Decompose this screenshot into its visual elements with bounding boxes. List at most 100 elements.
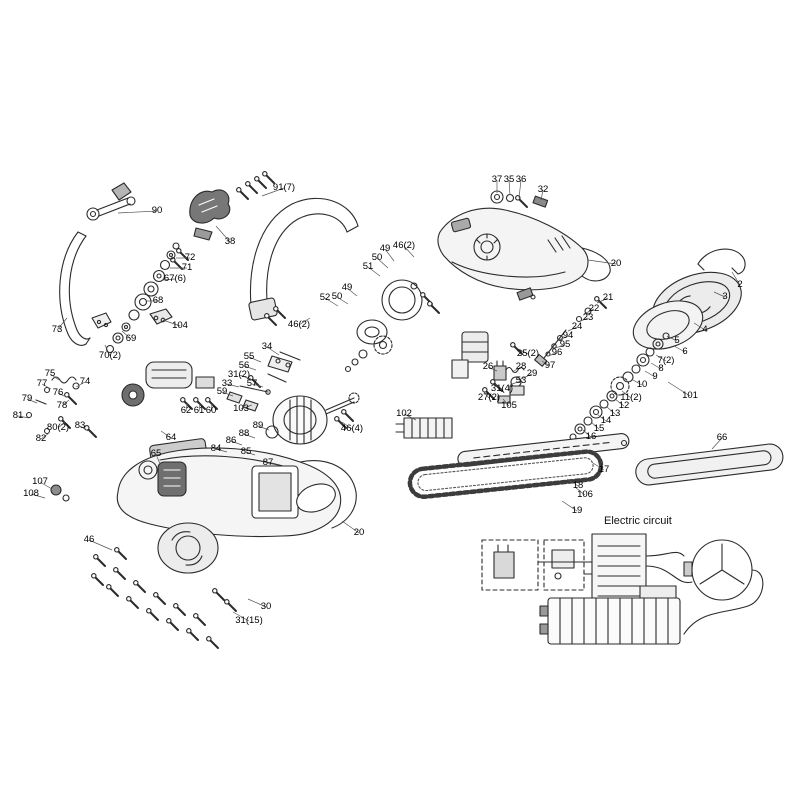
part-label-60-66: 60 <box>205 404 217 416</box>
part-label-9-53: 9 <box>652 370 658 382</box>
part-label-49-15: 49 <box>379 242 391 254</box>
part-label-107-93: 107 <box>32 475 48 487</box>
carb-cluster-drawing <box>122 362 258 411</box>
part-label-87-83: 87 <box>262 456 274 468</box>
part-label-35-4: 35 <box>503 173 515 185</box>
part-label-84-81: 84 <box>210 442 222 454</box>
part-label-64-85: 64 <box>165 431 177 443</box>
part-label-56-37: 56 <box>238 359 250 371</box>
switch-pump-drawing <box>452 288 607 403</box>
part-label-97-33: 97 <box>544 359 556 371</box>
part-label-32-6: 32 <box>537 183 549 195</box>
motor-drawing <box>266 393 359 444</box>
part-label-22-27: 22 <box>588 302 600 314</box>
part-label-20-92: 20 <box>353 526 365 538</box>
part-label-37-3: 37 <box>491 173 503 185</box>
part-label-312-38: 31(2) <box>227 368 251 380</box>
part-label-314-45: 31(4) <box>490 382 514 394</box>
brake-guard-drawing <box>60 183 172 345</box>
part-label-38-2: 38 <box>224 235 236 247</box>
washer-column-left-drawing <box>107 243 189 353</box>
part-label-88-79: 88 <box>238 427 250 439</box>
part-label-52-21: 52 <box>319 291 331 303</box>
part-label-62-64: 62 <box>180 404 192 416</box>
part-label-86-80: 86 <box>225 434 237 446</box>
part-label-19-91: 19 <box>571 504 583 516</box>
part-label-83-76: 83 <box>74 419 86 431</box>
part-label-72-7: 72 <box>184 251 196 263</box>
part-label-50-17: 50 <box>371 251 383 263</box>
part-label-5-49: 5 <box>674 334 680 346</box>
part-label-20-23: 20 <box>610 257 622 269</box>
part-label-72-51: 7(2) <box>657 354 675 366</box>
transformer-drawing <box>396 418 452 438</box>
part-label-61-65: 61 <box>193 404 205 416</box>
electric-circuit-drawing <box>482 534 763 644</box>
part-label-4-48: 4 <box>702 323 708 335</box>
part-label-94-30: 94 <box>562 329 574 341</box>
part-label-74-69: 74 <box>79 375 91 387</box>
part-label-34-35: 34 <box>261 340 273 352</box>
part-label-16-60: 16 <box>585 430 597 442</box>
part-label-53-44: 53 <box>515 374 527 386</box>
part-label-101-61: 101 <box>682 389 698 401</box>
starter-drawing <box>158 462 218 573</box>
part-label-8-52: 8 <box>658 362 664 374</box>
part-label-49-19: 49 <box>341 281 353 293</box>
part-label-112-55: 11(2) <box>620 391 642 403</box>
part-label-21-26: 21 <box>602 291 614 303</box>
front-handle-drawing <box>235 170 358 326</box>
part-label-30-96: 30 <box>260 600 272 612</box>
part-label-51-18: 51 <box>362 260 374 272</box>
part-label-105-47: 105 <box>501 399 517 411</box>
part-label-73-14: 73 <box>51 323 63 335</box>
part-label-28-42: 28 <box>515 360 527 372</box>
bar-cover-drawing <box>634 443 784 487</box>
part-label-462-16: 46(2) <box>392 239 416 251</box>
part-label-78-71: 78 <box>56 399 68 411</box>
part-label-36-5: 36 <box>515 173 527 185</box>
part-label-104-11: 104 <box>172 319 188 331</box>
part-label-18-89: 18 <box>572 479 584 491</box>
part-label-17-88: 17 <box>598 463 610 475</box>
part-label-2-24: 2 <box>737 278 743 290</box>
part-label-29-43: 29 <box>526 367 538 379</box>
part-label-85-82: 85 <box>240 445 252 457</box>
bracket-38-drawing <box>190 190 230 240</box>
part-label-50-20: 50 <box>331 290 343 302</box>
top-housing-drawing <box>438 191 610 290</box>
part-label-90-0: 90 <box>151 204 163 216</box>
part-label-81-73: 81 <box>12 409 24 421</box>
linkage-drawing <box>240 352 300 394</box>
part-label-71-8: 71 <box>181 261 193 273</box>
chain-drawing <box>409 450 603 498</box>
part-label-103-63: 103 <box>233 402 249 414</box>
part-label-13-57: 13 <box>609 407 621 419</box>
part-label-96-32: 96 <box>551 346 563 358</box>
part-label-252-34: 25(2) <box>516 347 540 359</box>
part-label-14-58: 14 <box>600 414 612 426</box>
part-label-33-39: 33 <box>221 377 233 389</box>
part-label-12-56: 12 <box>618 399 630 411</box>
side-cover-drawing <box>627 249 750 358</box>
clutch-drum-drawing <box>346 280 440 372</box>
part-label-46-95: 46 <box>83 533 95 545</box>
part-label-66-87: 66 <box>716 431 728 443</box>
part-label-75-67: 75 <box>44 367 56 379</box>
circuit-title: Electric circuit <box>604 515 672 527</box>
part-label-10-54: 10 <box>636 378 648 390</box>
part-label-462-22: 46(2) <box>287 318 311 330</box>
left-hardware-drawing <box>27 377 97 438</box>
part-label-3115-97: 31(15) <box>235 614 263 626</box>
part-label-65-86: 65 <box>150 447 162 459</box>
part-label-24-29: 24 <box>571 320 583 332</box>
part-label-15-59: 15 <box>593 422 605 434</box>
part-label-108-94: 108 <box>23 487 39 499</box>
part-label-77-68: 77 <box>36 377 48 389</box>
part-label-3-25: 3 <box>722 290 728 302</box>
part-label-102-77: 102 <box>396 407 412 419</box>
part-label-55-36: 55 <box>243 350 255 362</box>
part-label-59-62: 59 <box>216 385 228 397</box>
